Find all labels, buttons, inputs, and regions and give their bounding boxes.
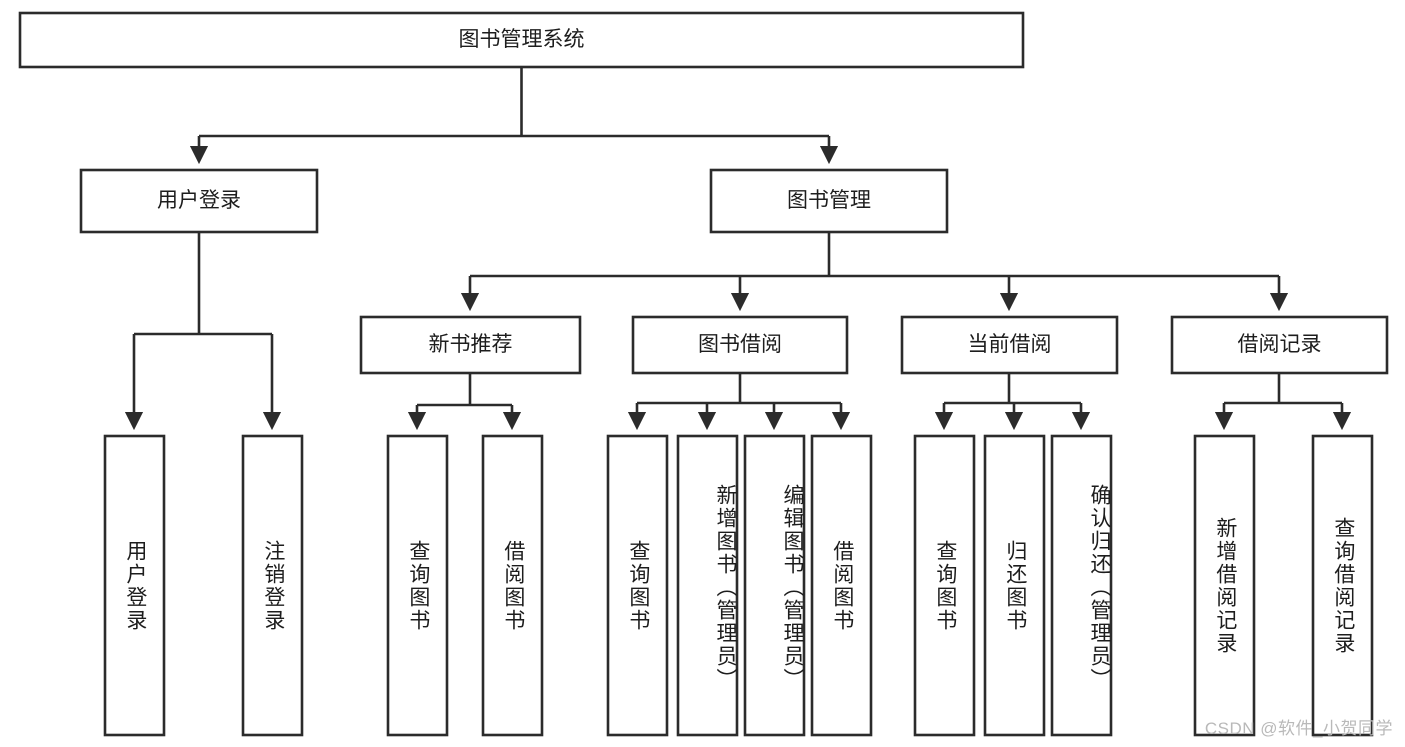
node-box-leaf-5[interactable] [676,434,739,737]
node-box-leaf-3[interactable] [481,434,544,737]
node-box-leaf-0[interactable] [103,434,166,737]
node-box-leaf-11[interactable] [1193,434,1256,737]
node-box-level2-0[interactable] [79,168,319,234]
connector-borrow-to-leaves [627,373,851,431]
node-box-root[interactable] [18,11,1025,69]
node-box-level3-1[interactable] [631,315,849,375]
node-box-level3-2[interactable] [900,315,1119,375]
connector-root-to-level2 [189,67,839,165]
node-box-leaf-7[interactable] [810,434,873,737]
node-box-level3-0[interactable] [359,315,582,375]
node-box-leaf-9[interactable] [983,434,1046,737]
node-box-leaf-8[interactable] [913,434,976,737]
node-box-leaf-6[interactable] [743,434,806,737]
connector-borrow-record-to-leaves [1214,373,1352,431]
node-box-leaf-4[interactable] [606,434,669,737]
node-box-level3-3[interactable] [1170,315,1389,375]
connector-book-mgmt-to-level3 [460,232,1289,312]
node-box-leaf-1[interactable] [241,434,304,737]
node-box-level2-1[interactable] [709,168,949,234]
node-box-leaf-12[interactable] [1311,434,1374,737]
connector-current-borrow-to-leaves [934,373,1091,431]
csdn-watermark: CSDN @软件_小贺同学 [1204,719,1393,738]
connector-new-book-to-leaves [407,373,522,431]
node-box-leaf-2[interactable] [386,434,449,737]
connector-user-login-to-leaves [124,232,282,431]
node-box-leaf-10[interactable] [1050,434,1113,737]
